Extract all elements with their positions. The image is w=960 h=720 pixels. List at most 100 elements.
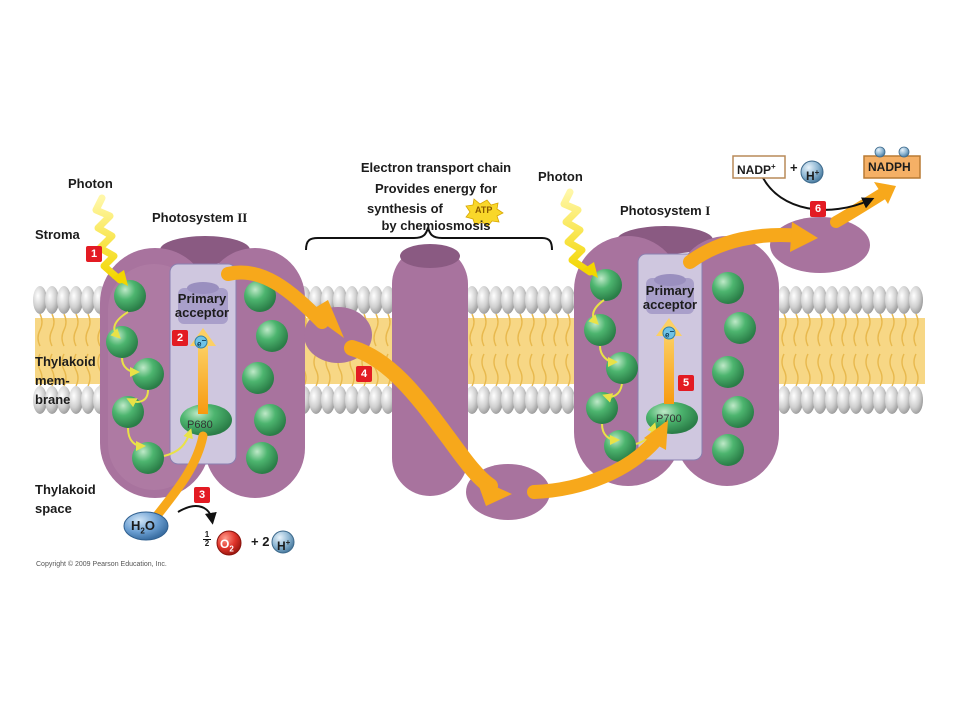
- lipid-tail: [469, 353, 475, 387]
- lipid-tail: [49, 353, 55, 387]
- oxygen-molecule: [216, 530, 242, 556]
- lipid-tail: [469, 313, 475, 347]
- lipid-head: [897, 286, 911, 314]
- nadp-box: [732, 155, 786, 179]
- half-numerator: 1: [203, 530, 211, 540]
- half-denominator: 2: [204, 539, 210, 548]
- lipid-tail: [781, 313, 787, 347]
- atp-label: ATP: [475, 205, 493, 215]
- lipid-head: [513, 386, 527, 414]
- lipid-tail: [373, 313, 379, 347]
- lipid-head: [525, 386, 539, 414]
- lipid-tail: [61, 353, 67, 387]
- primary-acceptor-right-line-1: Primary: [645, 283, 695, 298]
- lipid-head: [345, 286, 359, 314]
- water-electron-arrow: [147, 431, 208, 527]
- lipid-head: [69, 386, 83, 414]
- oxygen-label: O2: [220, 537, 234, 554]
- lipid-head: [537, 386, 551, 414]
- lipid-head: [309, 386, 323, 414]
- electron-badge-left: [194, 335, 208, 349]
- lipid-head: [33, 286, 47, 314]
- lipid-tail: [901, 313, 907, 347]
- water-label: H2O: [131, 518, 155, 536]
- lipid-head: [789, 386, 803, 414]
- lipid-head: [513, 286, 527, 314]
- hydrogen-ion-bottom-label: H+: [277, 538, 291, 553]
- water-molecule: [123, 511, 169, 541]
- lipid-head: [465, 286, 479, 314]
- thylakoid-membrane-line-1: Thylakoid: [35, 354, 96, 369]
- lipid-head: [549, 286, 563, 314]
- plus-between-label: +: [790, 160, 798, 175]
- etc-bracket: [305, 224, 553, 251]
- primary-acceptor-left-line-1: Primary: [177, 291, 227, 306]
- electron-badge-right: [662, 326, 676, 340]
- lipid-tail: [553, 313, 559, 347]
- photosystem-ii-label: Photosystem II: [152, 210, 247, 226]
- lipid-tail: [841, 353, 847, 387]
- etc-line-4: by chemiosmosis: [381, 218, 491, 233]
- lipid-head: [489, 386, 503, 414]
- lipid-head: [777, 386, 791, 414]
- lipid-tail: [817, 313, 823, 347]
- lipid-tail: [841, 313, 847, 347]
- photosystem-i-prefix: Photosystem: [620, 203, 706, 218]
- lipid-head: [45, 386, 59, 414]
- etc-flow-arrow: [344, 340, 498, 494]
- lipid-head: [537, 286, 551, 314]
- lipid-head: [885, 386, 899, 414]
- lipid-head: [789, 286, 803, 314]
- lipid-head: [549, 386, 563, 414]
- lipid-tail: [805, 313, 811, 347]
- photosystem-ii-numeral: II: [237, 210, 248, 225]
- thylakoid-space-label: Thylakoid space: [35, 480, 96, 518]
- lipid-tail: [853, 313, 859, 347]
- lipid-head: [33, 386, 47, 414]
- nadph-box: [863, 155, 921, 179]
- lipid-head: [801, 386, 815, 414]
- lipid-head: [477, 386, 491, 414]
- lipid-tail: [61, 313, 67, 347]
- lipid-tail: [517, 353, 523, 387]
- lipid-tail: [793, 353, 799, 387]
- lipid-head: [369, 286, 383, 314]
- lipid-head: [333, 286, 347, 314]
- lipid-head: [357, 286, 371, 314]
- lipid-head: [501, 386, 515, 414]
- lipid-head: [369, 386, 383, 414]
- lipid-head: [861, 286, 875, 314]
- lipid-tail: [565, 353, 571, 387]
- psi-to-reductase-head: [790, 222, 818, 252]
- lipid-head: [525, 286, 539, 314]
- lipid-head: [873, 286, 887, 314]
- energy-transfer-arrows: [110, 299, 657, 457]
- reductase-to-nadph-arrow: [830, 188, 888, 228]
- etc-flow-head: [476, 478, 512, 506]
- lipid-head: [381, 386, 395, 414]
- lipid-tail: [385, 313, 391, 347]
- lipid-head: [861, 386, 875, 414]
- lipid-tail: [49, 313, 55, 347]
- lipid-tail: [829, 353, 835, 387]
- lipid-head: [45, 286, 59, 314]
- lipid-head: [69, 286, 83, 314]
- lipid-tail: [781, 353, 787, 387]
- lipid-tail: [889, 353, 895, 387]
- thylakoid-membrane-line-3: brane: [35, 392, 71, 407]
- photosystem-ii-prefix: Photosystem: [152, 210, 238, 225]
- lipid-head: [81, 386, 95, 414]
- lipid-tail: [517, 313, 523, 347]
- step-badge-4: 4: [356, 366, 372, 382]
- lipid-head: [465, 386, 479, 414]
- lipid-tail: [793, 313, 799, 347]
- primary-acceptor-right-line-2: acceptor: [642, 297, 698, 312]
- primary-acceptor-left-line-2: acceptor: [174, 305, 230, 320]
- lipid-tail: [481, 313, 487, 347]
- lipid-head: [897, 386, 911, 414]
- lipid-head: [837, 386, 851, 414]
- lipid-tail: [853, 353, 859, 387]
- lipid-tail: [901, 353, 907, 387]
- photon-left-bolt: [92, 194, 124, 284]
- lipid-tail: [829, 313, 835, 347]
